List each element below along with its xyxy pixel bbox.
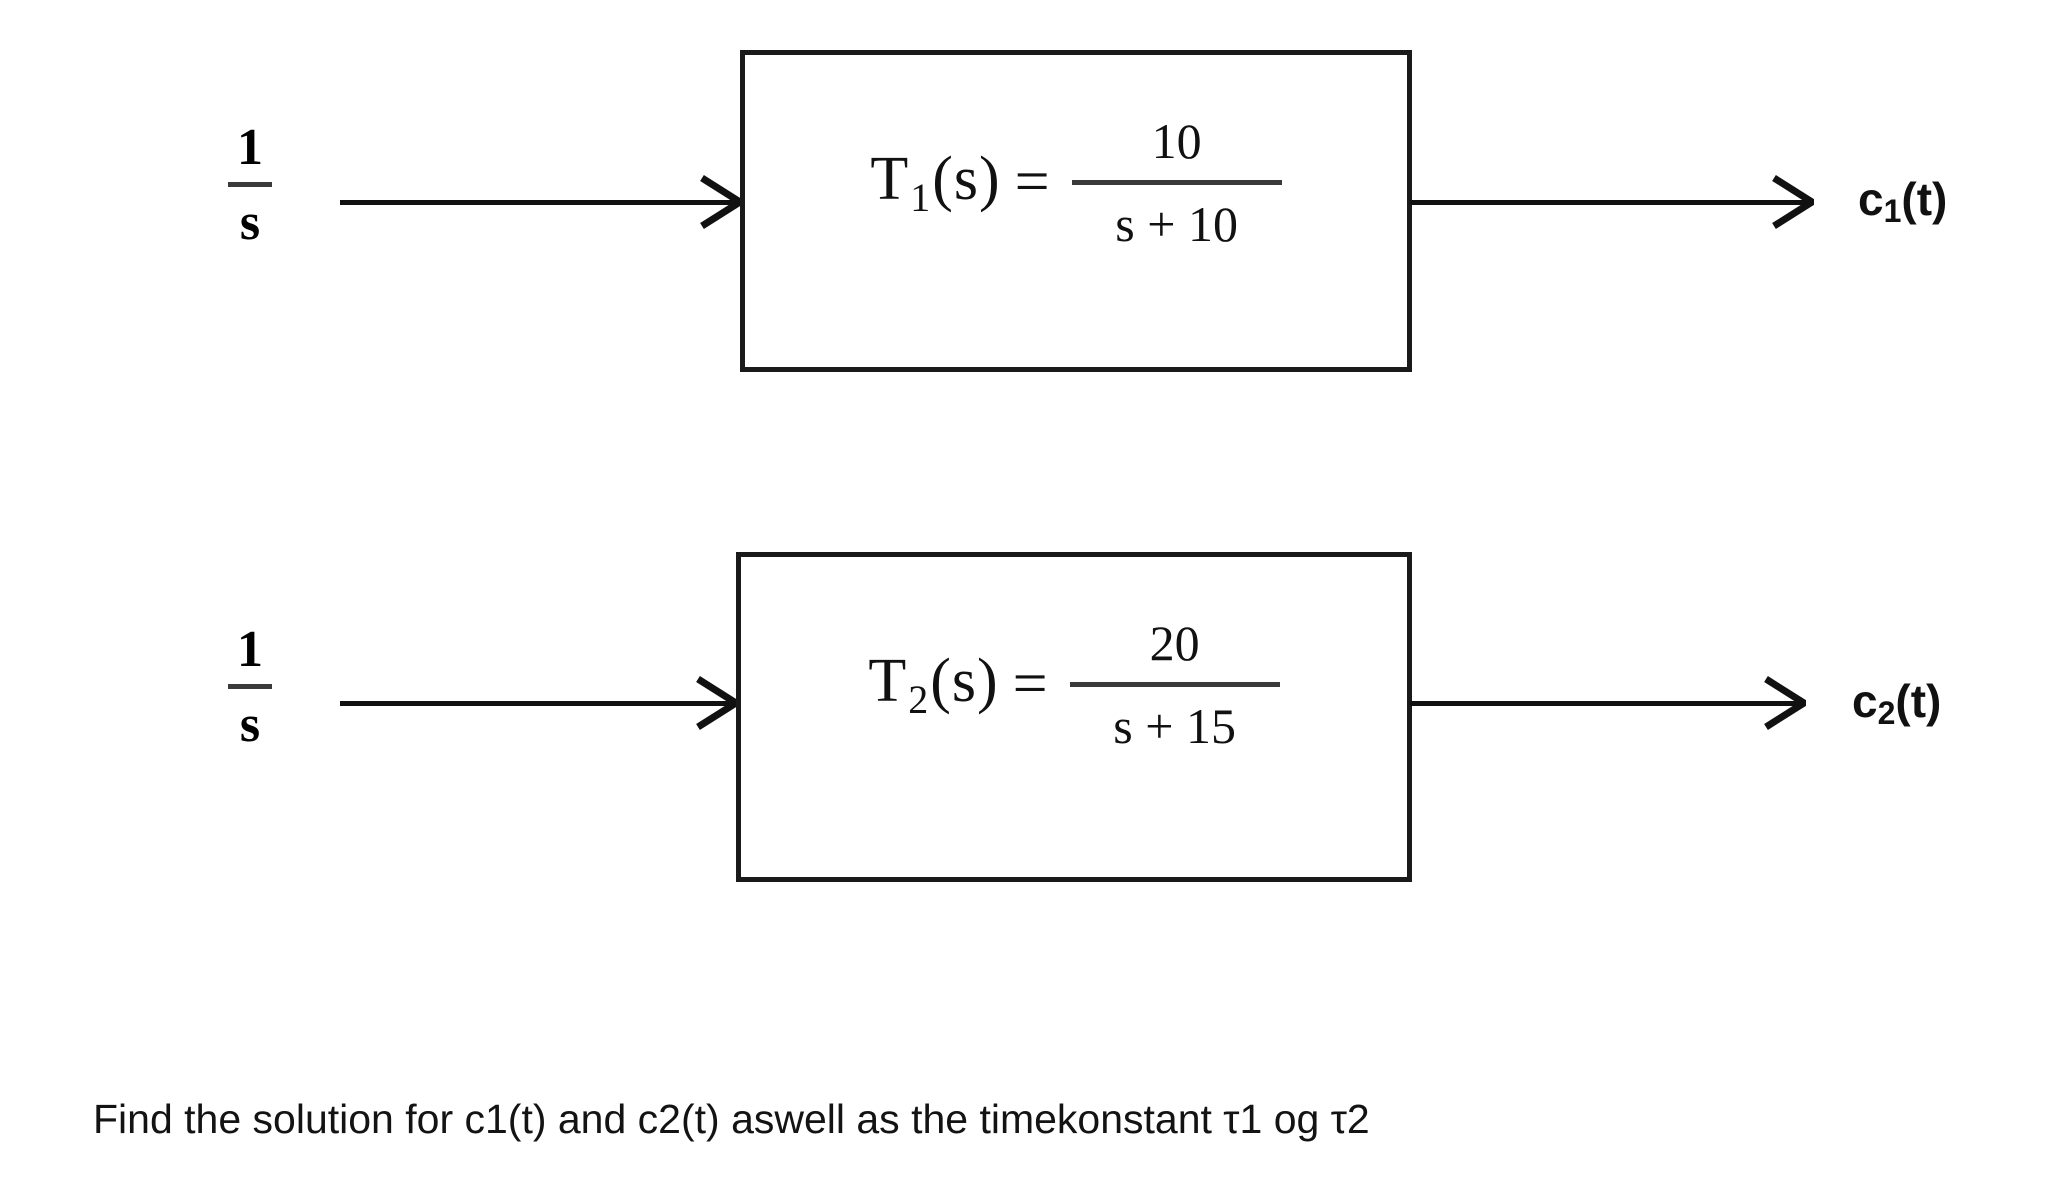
transfer-function-expression-row-2: T2(s) = 20 s + 15 bbox=[741, 609, 1407, 759]
tf-name: T bbox=[870, 144, 910, 213]
equals-sign-row-1: = bbox=[1014, 147, 1050, 216]
output-name: c bbox=[1858, 173, 1884, 225]
transfer-function-lhs-row-2: T2(s) bbox=[868, 646, 998, 723]
output-argument: (t) bbox=[1895, 675, 1942, 727]
tf-numerator: 20 bbox=[1149, 614, 1200, 671]
problem-caption: Find the solution for c1(t) and c2(t) as… bbox=[93, 1096, 1370, 1142]
tf-denominator: s + 15 bbox=[1113, 697, 1236, 754]
tf-name: T bbox=[868, 646, 908, 715]
tf-numerator: 10 bbox=[1151, 112, 1202, 169]
output-argument: (t) bbox=[1901, 173, 1948, 225]
fraction-bar bbox=[228, 684, 272, 689]
tf-subscript: 2 bbox=[908, 676, 930, 722]
output-signal-line-row-1 bbox=[1410, 200, 1810, 205]
tf-denominator: s + 10 bbox=[1115, 195, 1238, 252]
output-arrowhead-row-2 bbox=[1762, 675, 1806, 731]
output-label-row-2: c2(t) bbox=[1852, 678, 1941, 729]
input-fraction-row-2: 1 s bbox=[205, 624, 295, 751]
tf-fraction-bar bbox=[1071, 179, 1282, 185]
transfer-function-fraction-row-1: 10 s + 10 bbox=[1071, 112, 1282, 252]
input-denominator: s bbox=[239, 194, 261, 251]
input-arrowhead-row-2 bbox=[694, 675, 738, 731]
output-arrowhead-row-1 bbox=[1770, 174, 1814, 230]
input-fraction-row-1: 1 s bbox=[205, 122, 295, 249]
transfer-function-box-row-1: T1(s) = 10 s + 10 bbox=[740, 50, 1412, 372]
input-numerator: 1 bbox=[237, 119, 263, 176]
input-denominator: s bbox=[239, 696, 261, 753]
tf-fraction-bar bbox=[1069, 681, 1280, 687]
input-arrowhead-row-1 bbox=[698, 174, 742, 230]
tf-argument: (s) bbox=[932, 144, 1001, 213]
output-subscript: 1 bbox=[1883, 193, 1902, 230]
fraction-bar bbox=[228, 182, 272, 187]
transfer-function-lhs-row-1: T1(s) bbox=[870, 144, 1000, 221]
output-label-row-1: c1(t) bbox=[1858, 176, 1947, 227]
input-numerator: 1 bbox=[237, 621, 263, 678]
tf-subscript: 1 bbox=[910, 174, 932, 220]
output-name: c bbox=[1852, 675, 1878, 727]
tf-argument: (s) bbox=[930, 646, 999, 715]
output-signal-line-row-2 bbox=[1410, 701, 1800, 706]
transfer-function-box-row-2: T2(s) = 20 s + 15 bbox=[736, 552, 1412, 882]
equals-sign-row-2: = bbox=[1012, 649, 1048, 718]
transfer-function-fraction-row-2: 20 s + 15 bbox=[1069, 614, 1280, 754]
transfer-function-expression-row-1: T1(s) = 10 s + 10 bbox=[745, 107, 1407, 257]
input-signal-line-row-2 bbox=[340, 701, 738, 706]
input-signal-line-row-1 bbox=[340, 200, 740, 205]
output-subscript: 2 bbox=[1877, 695, 1896, 732]
